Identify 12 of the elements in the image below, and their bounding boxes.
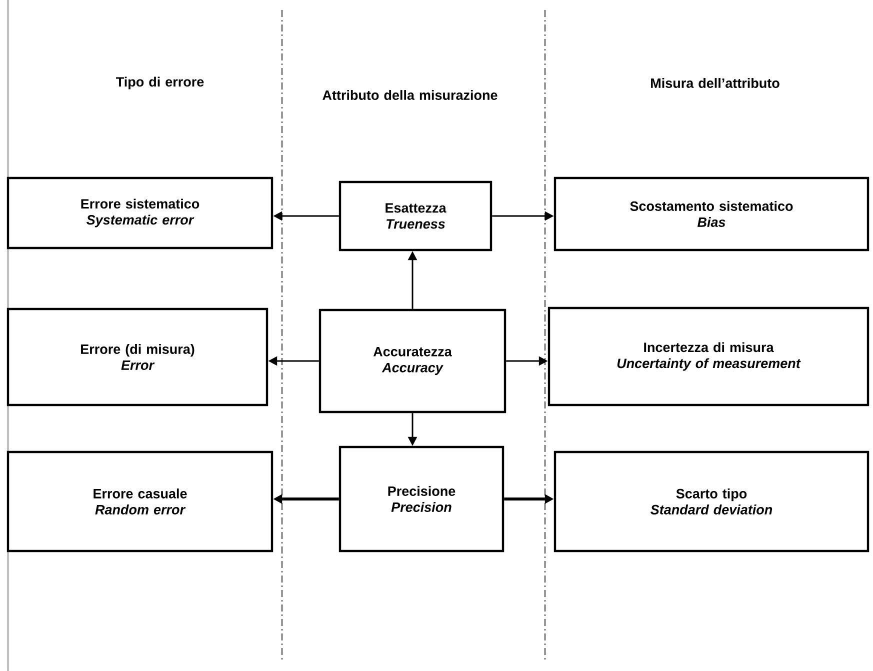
column-header: Attributo della misurazione [322,90,498,100]
term-box: Scostamento sistematico Bias [554,176,870,252]
column-header: Misura dell’attributo [651,78,780,88]
term-box: Errore casuale Random error [6,450,274,552]
column-header: Tipo di errore [116,76,204,90]
term-box: Errore (di misura) Error [6,308,268,406]
term-box: Precisione Precision [338,446,504,552]
term-box: Scarto tipo Standard deviation [554,450,870,552]
term-box: Esattezza Trueness [338,180,492,252]
term-box: Accuratezza Accuracy [318,308,506,414]
term-box: Errore sistematico Systematic error [6,176,274,250]
term-box: Incertezza di misura Uncertainty of measurement [548,306,870,406]
